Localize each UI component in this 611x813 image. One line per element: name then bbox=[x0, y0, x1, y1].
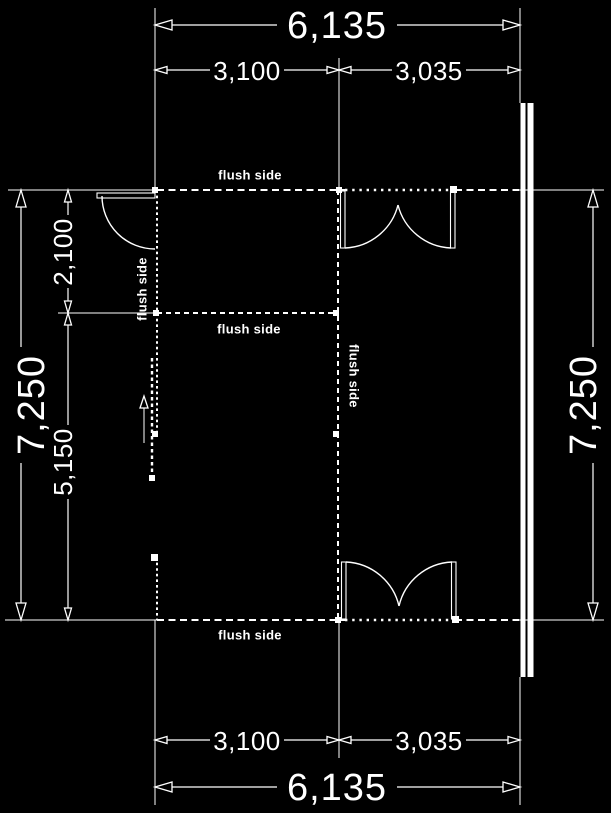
arrowhead-right bbox=[502, 19, 523, 31]
arrowhead-left bbox=[152, 781, 173, 793]
dimension-top-span-right: 3,035 bbox=[336, 56, 523, 86]
arrowhead-up bbox=[63, 310, 73, 326]
arrowhead-right bbox=[326, 735, 342, 745]
door-swing-arc-top-double-right bbox=[397, 204, 452, 249]
arrowhead-left bbox=[336, 65, 352, 75]
door-leaf-bottom-double-left bbox=[340, 561, 347, 620]
door-swing-arc-bottom-double-left bbox=[345, 561, 400, 607]
junction-marker bbox=[450, 186, 457, 193]
doors bbox=[96, 190, 457, 620]
dimension-value: 3,100 bbox=[213, 56, 281, 86]
dimension-value: 7,250 bbox=[11, 355, 53, 455]
flush-side-label-inner: flush side bbox=[347, 344, 362, 408]
arrowhead-left bbox=[152, 735, 168, 745]
dimension-value: 6,135 bbox=[287, 5, 387, 47]
flush-side-label-bottom: flush side bbox=[218, 628, 282, 643]
junction-marker bbox=[152, 187, 158, 193]
dimension-left-lower: 5,150 bbox=[48, 310, 78, 623]
dimension-bottom-span-left: 3,100 bbox=[152, 726, 342, 756]
dimension-top-total: 6,135 bbox=[152, 5, 523, 47]
junction-marker bbox=[452, 616, 459, 623]
door-swing-arc-top-double-left bbox=[344, 204, 399, 249]
junction-marker bbox=[333, 310, 339, 316]
arrowhead-up bbox=[63, 187, 73, 203]
junction-marker bbox=[153, 310, 159, 316]
arrowhead-left bbox=[152, 19, 173, 31]
arrowhead-down bbox=[63, 607, 73, 623]
junction-marker bbox=[151, 554, 158, 561]
dimension-value: 3,035 bbox=[395, 56, 463, 86]
arrowhead-left bbox=[152, 65, 168, 75]
flush-side-label-left: flush side bbox=[135, 257, 150, 321]
walls bbox=[156, 103, 534, 677]
dimension-value: 2,100 bbox=[48, 218, 78, 286]
flush-side-label-top: flush side bbox=[218, 168, 282, 183]
dimension-left-upper: 2,100 bbox=[48, 187, 78, 316]
dimension-left-total: 7,250 bbox=[11, 187, 53, 623]
dimension-top-span-left: 3,100 bbox=[152, 56, 342, 86]
dimension-value: 3,035 bbox=[395, 726, 463, 756]
arrowhead-down bbox=[15, 602, 27, 623]
junction-marker bbox=[335, 617, 341, 623]
door-leaf-top-double-left bbox=[339, 190, 346, 249]
wall-labels: flush side flush side flush side flush s… bbox=[135, 168, 362, 643]
dimension-value: 3,100 bbox=[213, 726, 281, 756]
right-wall-panel-inner bbox=[527, 103, 534, 677]
door-leaf-top-left bbox=[96, 192, 156, 199]
extension-lines bbox=[5, 8, 604, 805]
dimension-value: 7,250 bbox=[563, 355, 605, 455]
junction-marker bbox=[336, 187, 342, 193]
junction-marker bbox=[333, 431, 339, 437]
arrowhead-up bbox=[587, 187, 599, 208]
dimension-value: 5,150 bbox=[48, 428, 78, 496]
arrowhead-right bbox=[507, 65, 523, 75]
dimension-bottom-span-right: 3,035 bbox=[336, 726, 523, 756]
arrowhead-right bbox=[502, 781, 523, 793]
junction-marker bbox=[152, 431, 158, 437]
arrowhead-right bbox=[326, 65, 342, 75]
door-swing-arc-bottom-double-right bbox=[398, 561, 453, 607]
flush-side-label-middle: flush side bbox=[217, 322, 281, 337]
junction-markers bbox=[149, 186, 459, 623]
dimension-right-total: 7,250 bbox=[563, 187, 605, 623]
door-swing-arc-top-left bbox=[101, 195, 156, 250]
arrowhead-down bbox=[587, 602, 599, 623]
arrowhead-down bbox=[63, 300, 73, 316]
junction-marker bbox=[149, 475, 155, 481]
arrowhead-left bbox=[336, 735, 352, 745]
arrowhead-right bbox=[507, 735, 523, 745]
slide-direction-arrowhead bbox=[139, 393, 149, 409]
right-wall-panel-outer bbox=[520, 103, 526, 677]
dimension-bottom-total: 6,135 bbox=[152, 767, 523, 809]
arrowhead-up bbox=[15, 187, 27, 208]
dimension-value: 6,135 bbox=[287, 767, 387, 809]
